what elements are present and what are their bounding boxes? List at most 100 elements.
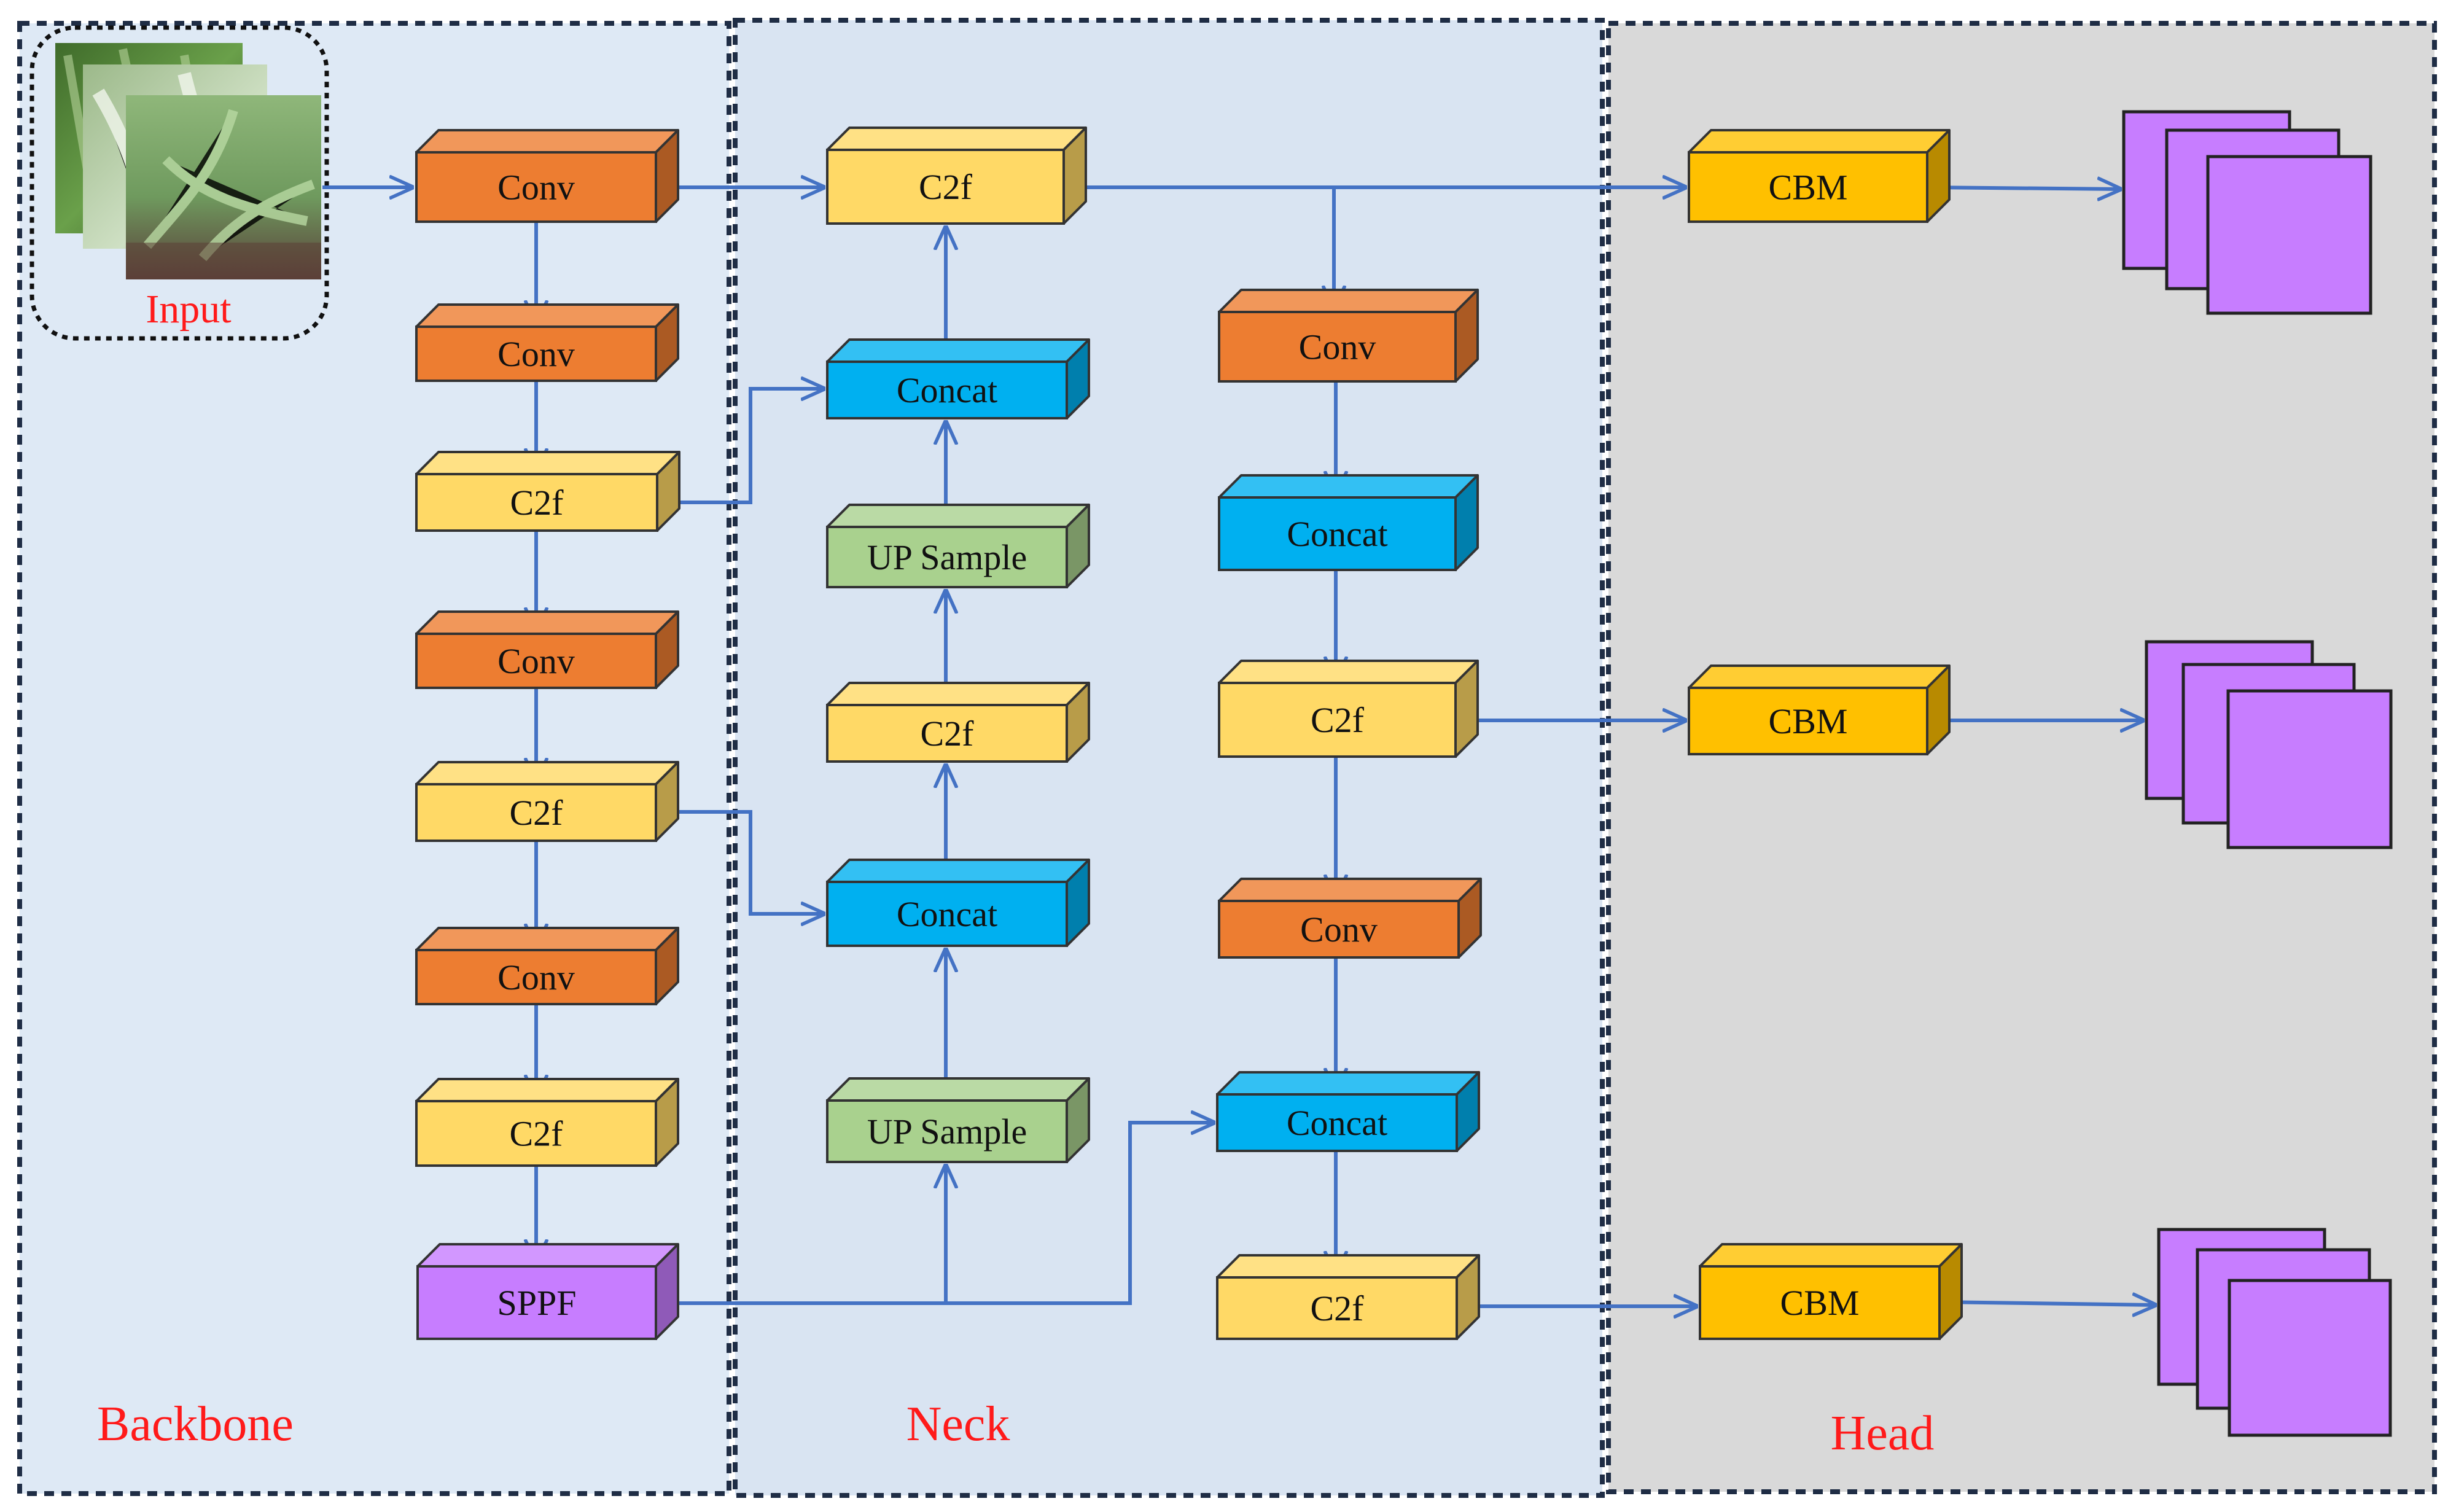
neck-upsample-1-top-face [826, 504, 1090, 528]
neck-c2f-3-top-face [1218, 660, 1479, 684]
neck-c2f-2-front-face [826, 704, 1068, 763]
backbone-c2f-3-front-face [415, 1100, 657, 1167]
head-cbm-2-front-face [1688, 687, 1928, 755]
input-frame [29, 25, 329, 341]
head-cbm-1-top-face [1688, 129, 1951, 154]
neck-concat-1-front-face [826, 360, 1068, 419]
neck-concat-1-top-face [826, 338, 1090, 363]
head-cbm-2-label: CBM [1769, 701, 1848, 741]
neck-c2f-2: C2f [826, 682, 1090, 763]
neck-conv-2-label: Conv [1300, 910, 1378, 949]
backbone-conv-4-top-face [415, 927, 679, 951]
neck-concat-3-top-face [1218, 474, 1479, 499]
neck-conv-2-top-face [1218, 878, 1482, 902]
backbone-conv-3-top-face [415, 610, 679, 635]
neck-c2f-1-top-face [826, 127, 1087, 151]
neck-concat-4-label: Concat [1287, 1103, 1387, 1143]
neck-c2f-3: C2f [1218, 660, 1479, 758]
neck-concat-4-front-face [1216, 1093, 1458, 1152]
neck-c2f-1: C2f [826, 127, 1087, 225]
neck-c2f-4-front-face [1216, 1276, 1458, 1340]
head-cbm-3-label: CBM [1780, 1283, 1860, 1323]
head-label: Head [1831, 1406, 1935, 1460]
backbone-sppf-label: SPPF [497, 1283, 576, 1323]
neck-conv-1: Conv [1218, 289, 1479, 383]
head-cbm-2: CBM [1688, 664, 1951, 755]
neck-c2f-4-top-face [1216, 1254, 1480, 1279]
backbone-sppf-front-face [416, 1265, 657, 1340]
backbone-c2f-1-front-face [415, 473, 658, 532]
neck-c2f-3-front-face [1218, 682, 1457, 758]
backbone-c2f-1: C2f [415, 451, 680, 532]
backbone-conv-2-label: Conv [497, 334, 575, 374]
backbone-conv-2-front-face [415, 325, 657, 382]
head-cbm-1-label: CBM [1769, 168, 1848, 208]
neck-c2f-1-front-face [826, 149, 1065, 225]
backbone-conv-4-label: Conv [497, 957, 575, 997]
output-stack-1 [2122, 110, 2372, 315]
neck-conv-1-front-face [1218, 311, 1457, 383]
backbone-label: Backbone [97, 1397, 294, 1451]
neck-label: Neck [906, 1397, 1010, 1451]
backbone-conv-4: Conv [415, 927, 679, 1005]
backbone-c2f-3-top-face [415, 1078, 679, 1102]
neck-concat-2-label: Concat [897, 894, 997, 934]
neck-c2f-3-label: C2f [1311, 700, 1365, 740]
neck-upsample-1-front-face [826, 526, 1068, 588]
backbone-conv-2-top-face [415, 303, 679, 328]
neck-c2f-2-label: C2f [921, 714, 975, 754]
head-cbm-1-front-face [1688, 151, 1928, 223]
neck-concat-2: Concat [826, 859, 1090, 947]
neck-concat-4: Concat [1216, 1071, 1480, 1152]
backbone-conv-2: Conv [415, 303, 679, 382]
backbone-conv-3-label: Conv [497, 641, 575, 681]
arrow-b3-to-n2 [657, 389, 824, 504]
neck-concat-2-top-face [826, 859, 1090, 883]
output-stack-3 [2157, 1228, 2392, 1437]
arrow-h1-to-out1 [1927, 187, 2121, 189]
backbone-c2f-2: C2f [415, 761, 679, 842]
neck-concat-4-top-face [1216, 1071, 1480, 1096]
neck-upsample-2-front-face [826, 1099, 1068, 1163]
backbone-conv-1-top-face [415, 129, 679, 154]
neck-concat-3-label: Concat [1287, 514, 1387, 554]
head-cbm-1: CBM [1688, 129, 1951, 223]
head-cbm-3: CBM [1699, 1243, 1963, 1340]
head-cbm-3-front-face [1699, 1265, 1941, 1340]
backbone-c2f-2-top-face [415, 761, 679, 785]
backbone-conv-3-front-face [415, 633, 657, 689]
head-cbm-3-top-face [1699, 1243, 1963, 1268]
neck-conv-1-top-face [1218, 289, 1479, 313]
backbone-sppf: SPPF [416, 1243, 679, 1340]
neck-upsample-1: UP Sample [826, 504, 1090, 588]
backbone-conv-1: Conv [415, 129, 679, 223]
neck-conv-2-front-face [1218, 900, 1460, 959]
backbone-conv-3: Conv [415, 610, 679, 689]
backbone-conv-4-front-face [415, 949, 657, 1005]
neck-concat-2-front-face [826, 881, 1068, 947]
arrow-b5-to-n5 [657, 810, 824, 914]
neck-upsample-2-top-face [826, 1077, 1090, 1102]
neck-c2f-4: C2f [1216, 1254, 1480, 1340]
neck-concat-1-label: Concat [897, 370, 997, 410]
blocks-layer: ConvConvC2fConvC2fConvC2fSPPFC2fConcatUP… [415, 127, 1963, 1340]
arrow-h3-to-out3 [1939, 1302, 2156, 1305]
neck-upsample-2-label: UP Sample [867, 1112, 1027, 1152]
backbone-c2f-1-label: C2f [510, 483, 564, 523]
backbone-c2f-1-top-face [415, 451, 680, 475]
backbone-conv-1-label: Conv [497, 168, 575, 208]
backbone-c2f-2-label: C2f [510, 793, 564, 833]
backbone-c2f-2-front-face [415, 783, 657, 842]
neck-upsample-2: UP Sample [826, 1077, 1090, 1163]
input-label: Input [146, 287, 231, 332]
neck-concat-1: Concat [826, 338, 1090, 419]
backbone-conv-1-front-face [415, 151, 657, 223]
arrow-sppf-to-m5 [656, 1123, 1214, 1305]
neck-conv-1-label: Conv [1299, 327, 1376, 367]
neck-c2f-1-label: C2f [919, 167, 973, 207]
neck-c2f-4-label: C2f [1311, 1288, 1365, 1328]
neck-upsample-1-label: UP Sample [867, 537, 1027, 577]
output-stack-2 [2145, 640, 2393, 849]
input-images [55, 43, 321, 279]
